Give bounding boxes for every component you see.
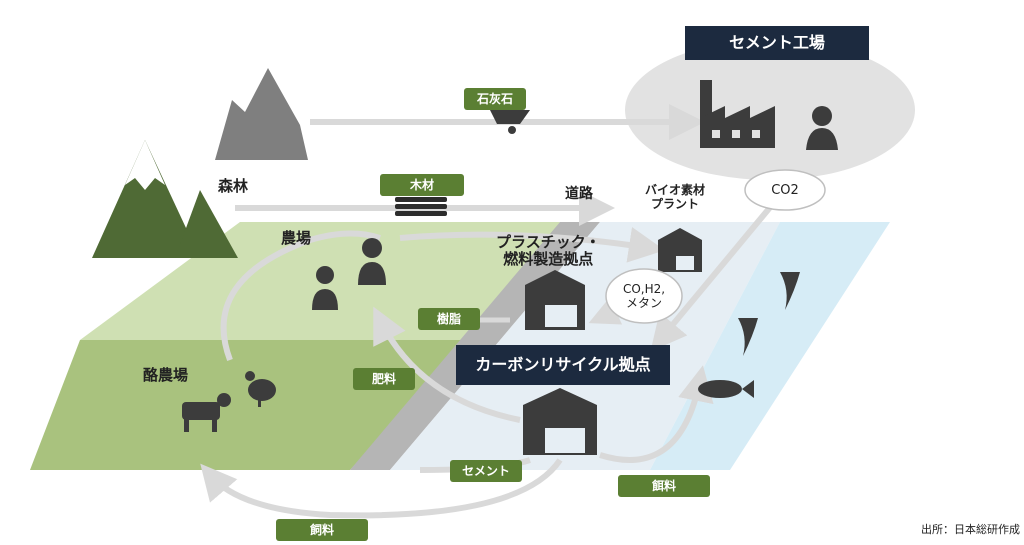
fertilizer-tag: 肥料 <box>353 368 415 390</box>
co2-label: CO2 <box>771 183 799 198</box>
factory-icon <box>700 80 775 148</box>
resin-tag: 樹脂 <box>418 308 480 330</box>
plastic-fuel-base-label: プラスチック・ 燃料製造拠点 <box>496 233 601 269</box>
farm-loop-arrow <box>220 230 381 362</box>
carbon-recycle-warehouse-icon <box>523 388 597 455</box>
source-note: 出所：日本総研作成 <box>921 523 1020 536</box>
farmer-icon <box>312 238 386 310</box>
sea-zone <box>650 222 890 470</box>
fertilizer-arrow <box>373 306 521 423</box>
cow-icon <box>182 393 231 432</box>
rock-mountain <box>215 68 308 160</box>
bio-plant-label: バイオ素材 プラント <box>645 183 706 211</box>
forest-mountain-small <box>175 190 238 258</box>
cement-factory-title: セメント工場 <box>685 26 869 60</box>
fish-icon <box>698 380 754 398</box>
seaweed-icon <box>738 272 800 356</box>
feed-bottom-arrow <box>200 458 563 519</box>
road-label: 道路 <box>565 186 593 202</box>
timber-logs <box>395 197 447 202</box>
co2-arrow <box>650 203 775 352</box>
limestone-tag: 石灰石 <box>464 88 526 110</box>
feed-right-tag: 餌料 <box>618 475 710 497</box>
dairy-farm-label: 酪農場 <box>143 366 189 384</box>
worker-icon <box>806 106 838 150</box>
plastic-fuel-warehouse-icon <box>525 270 585 330</box>
forest-mountain-peak <box>125 140 165 190</box>
wheelbarrow-icon <box>490 110 530 134</box>
syngas-label: CO,H2, メタン <box>622 282 666 311</box>
forest-label: 森林 <box>218 177 249 195</box>
bio-plant-warehouse-icon <box>658 228 702 272</box>
feed-bottom-tag: 飼料 <box>276 519 368 541</box>
carbon-recycle-base-title: カーボンリサイクル拠点 <box>456 345 670 385</box>
timber-tag: 木材 <box>380 174 464 196</box>
forest-mountain <box>92 140 200 258</box>
cement-tag: セメント <box>450 460 522 482</box>
feed-sea-arrow <box>599 365 714 463</box>
farm-label: 農場 <box>281 229 312 247</box>
chicken-icon <box>245 371 276 407</box>
co2-cloud <box>744 169 826 211</box>
to-bio-plant-arrow <box>399 227 665 263</box>
syngas-cloud <box>605 268 683 324</box>
